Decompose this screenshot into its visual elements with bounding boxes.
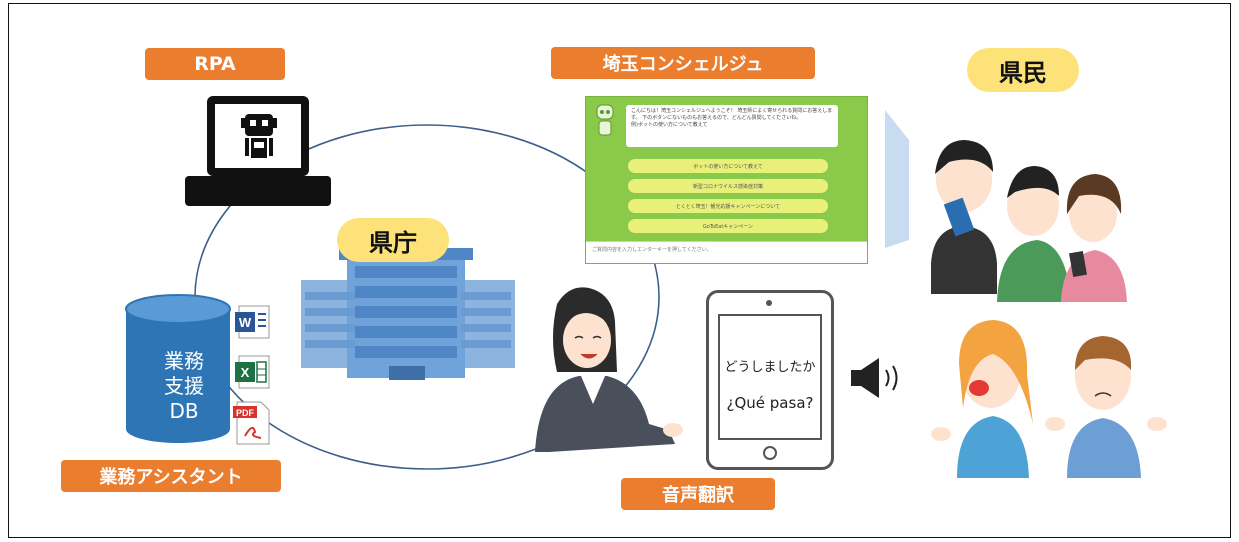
laptop-icon: [185, 96, 331, 206]
prefecture-label: 県庁: [337, 218, 449, 262]
chatbot-greeting: こんにちは！埼玉コンシェルジュへようこそ！ 埼玉県によく寄せられる質問にお答えし…: [626, 105, 838, 147]
foreign-visitors-icon: [931, 320, 1167, 478]
database-line1: 業務: [164, 349, 204, 373]
tablet-screen: どうしましたか ¿Qué pasa?: [718, 314, 822, 440]
receptionist-icon: [535, 287, 683, 452]
tablet-camera-icon: [766, 300, 772, 306]
speaker-icon: [851, 358, 898, 398]
chatbot-option[interactable]: GoToEatキャンペーン: [628, 219, 828, 233]
chatbot-input[interactable]: ご質問内容を入力しエンターキーを押してください。: [586, 241, 867, 263]
rpa-label: RPA: [145, 48, 285, 80]
diagram-frame: W X PDF: [8, 3, 1231, 538]
chatbot-option[interactable]: 新型コロナウイルス感染症対策: [628, 179, 828, 193]
chatbot-option[interactable]: ボットの使い方について教えて: [628, 159, 828, 173]
svg-text:W: W: [239, 315, 252, 330]
translation-label: 音声翻訳: [621, 478, 775, 510]
database-icon: [125, 294, 231, 443]
transfer-arrow: [885, 110, 909, 248]
chatbot-option[interactable]: とくとく埼玉！観光応援キャンペーンについて: [628, 199, 828, 213]
translation-spanish: ¿Qué pasa?: [726, 394, 814, 412]
database-line3: DB: [169, 399, 199, 423]
translation-japanese: どうしましたか: [724, 360, 816, 375]
svg-text:PDF: PDF: [236, 408, 255, 418]
tablet-home-button: [763, 446, 777, 460]
office-building-icon: [301, 248, 515, 380]
citizens-label: 県民: [967, 48, 1079, 92]
chatbot-greeting-text: こんにちは！埼玉コンシェルジュへようこそ！ 埼玉県によく寄せられる質問にお答えし…: [631, 108, 833, 121]
assistant-label: 業務アシスタント: [61, 460, 281, 492]
citizens-group-icon: [931, 140, 1127, 302]
database-line2: 支援: [164, 374, 204, 398]
concierge-label: 埼玉コンシェルジュ: [551, 47, 815, 79]
database-label: 業務 支援 DB: [134, 349, 234, 424]
chatbot-robot-icon: [596, 104, 614, 136]
svg-text:X: X: [241, 365, 250, 380]
chatbot-hint: 例)ボットの使い方について教えて: [631, 122, 708, 128]
tablet-device: どうしましたか ¿Qué pasa?: [706, 290, 834, 470]
diagram-graphics: W X PDF: [125, 96, 1167, 478]
word-icon: W: [235, 305, 270, 339]
chatbot-panel: こんにちは！埼玉コンシェルジュへようこそ！ 埼玉県によく寄せられる質問にお答えし…: [585, 96, 868, 264]
pdf-icon: PDF: [233, 401, 270, 445]
excel-icon: X: [235, 355, 270, 389]
